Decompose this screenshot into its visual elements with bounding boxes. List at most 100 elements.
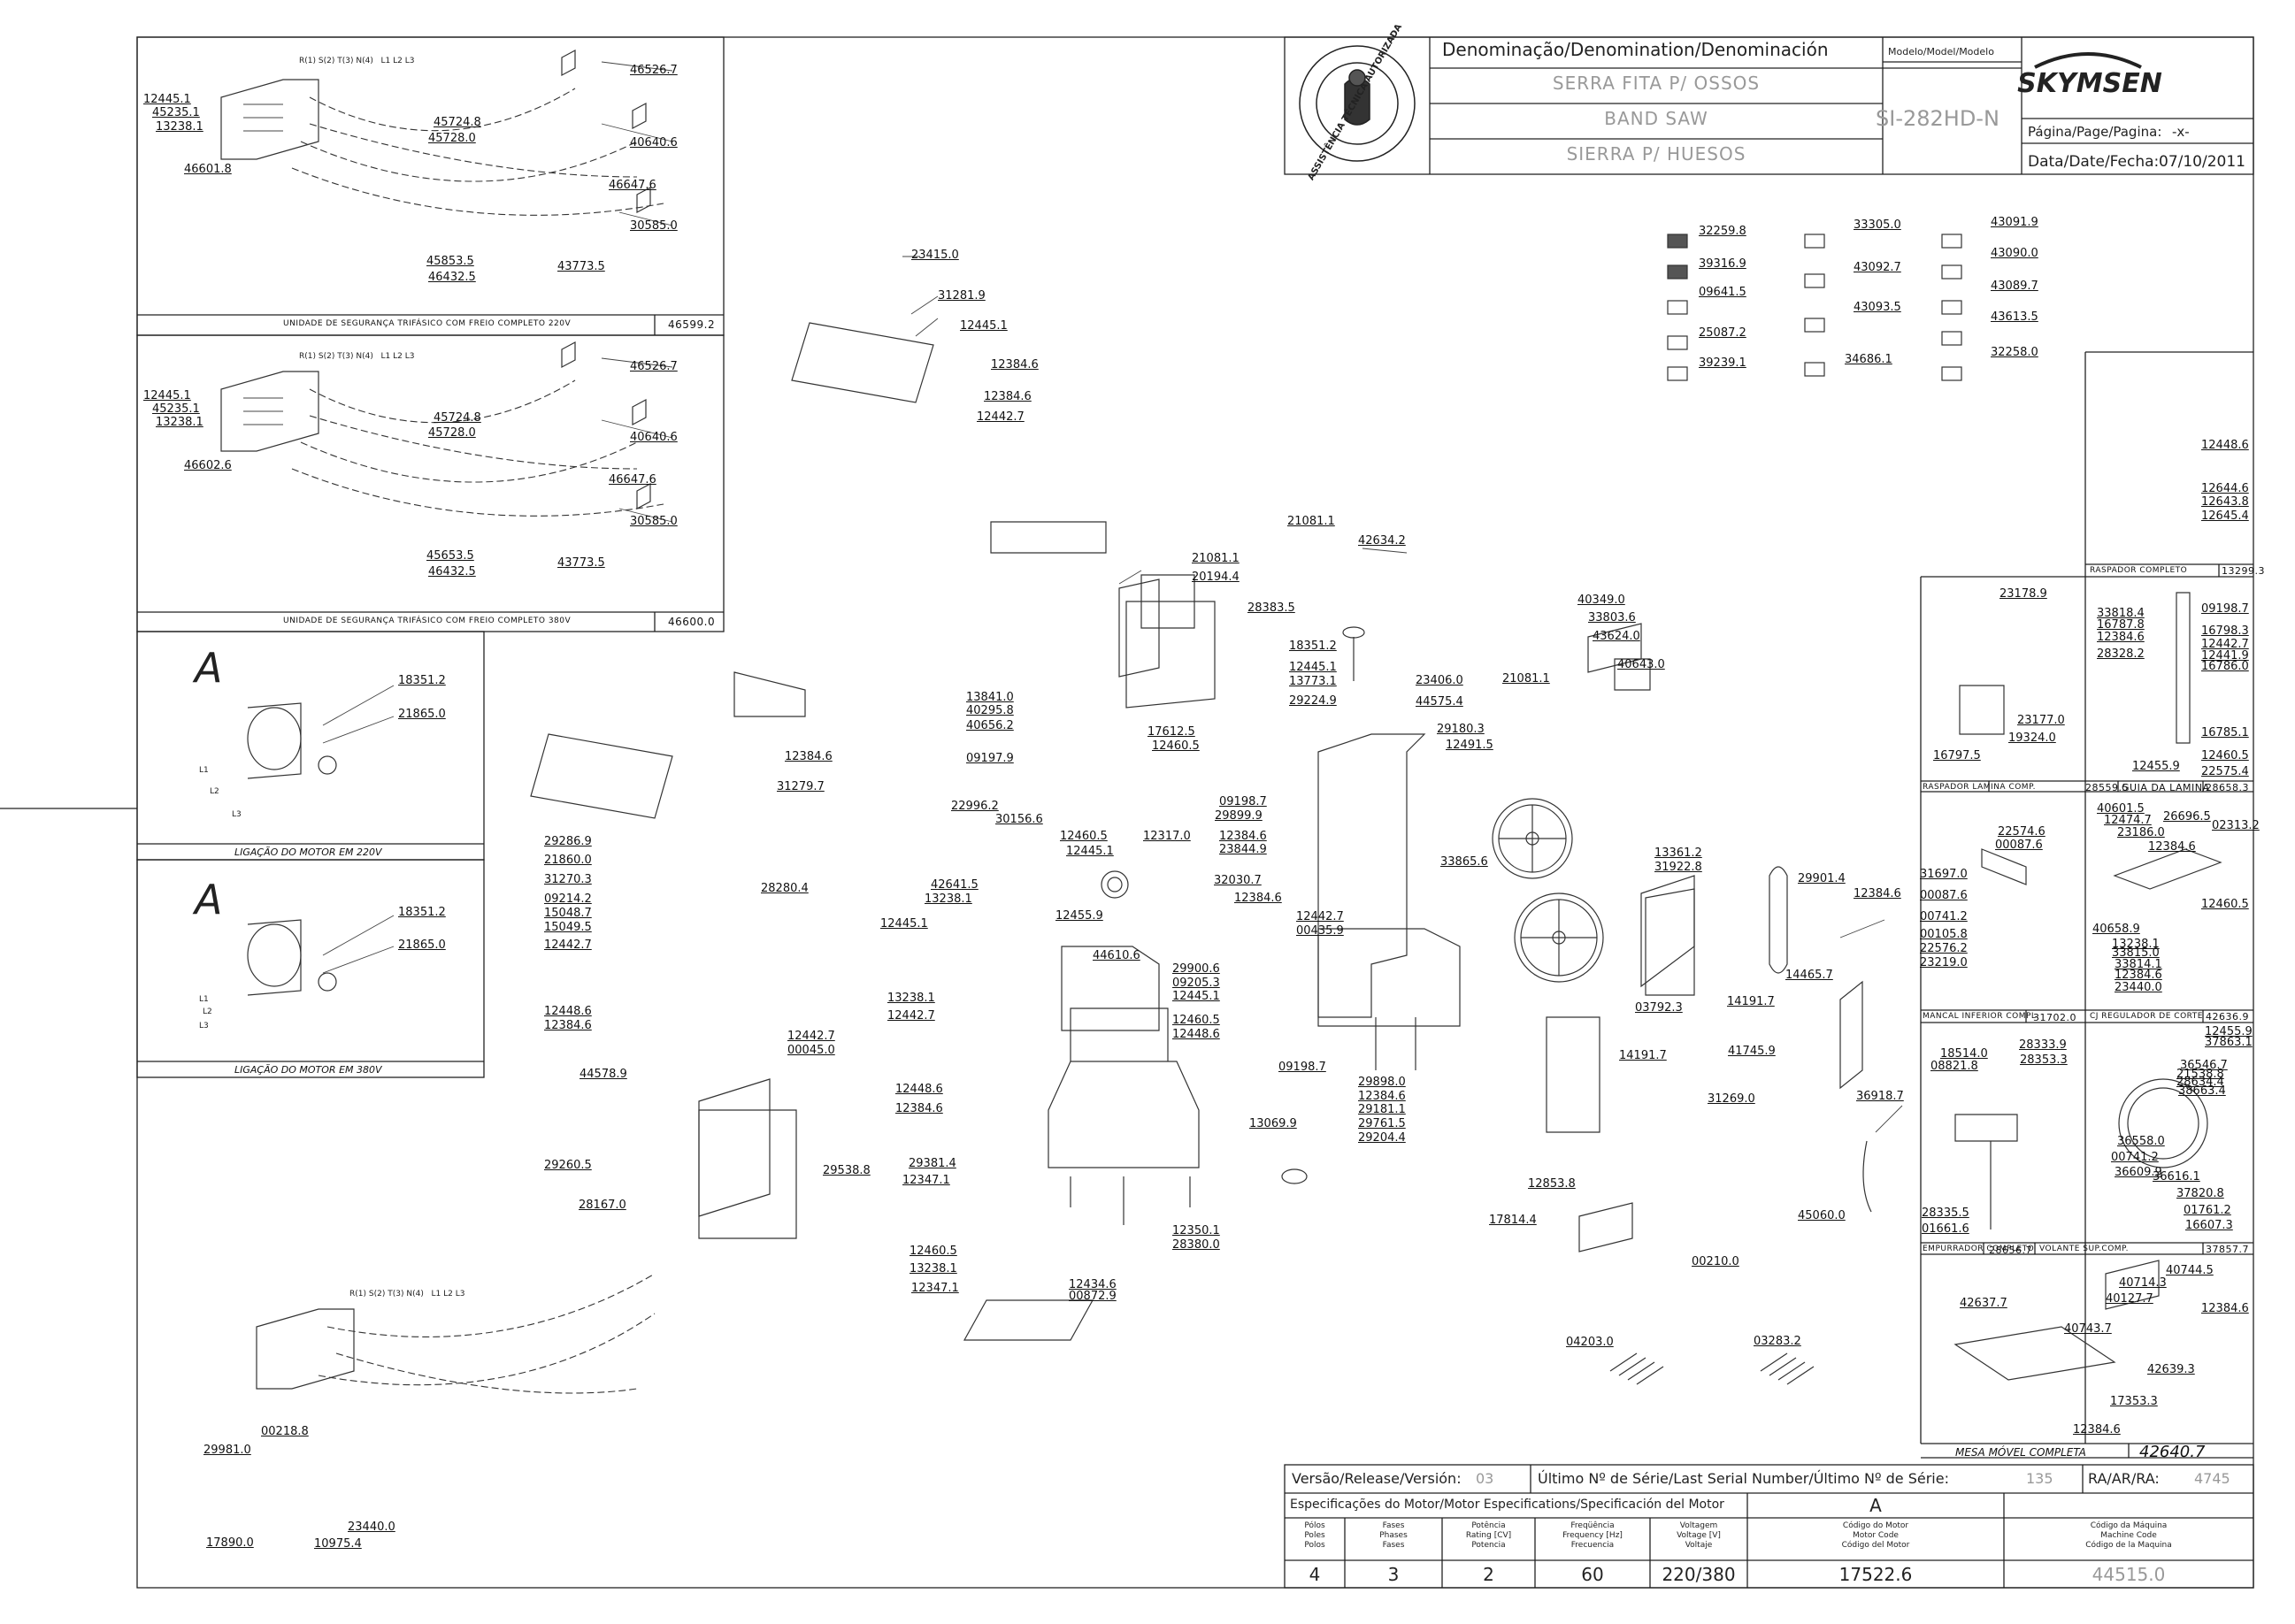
part-number-label: 46647.6 (609, 179, 656, 192)
part-number-label: 20194.4 (1192, 571, 1240, 584)
part-number-label: 00210.0 (1692, 1255, 1739, 1268)
part-number-label: 40714.3 (2119, 1276, 2167, 1290)
part-number-label: 45853.5 (426, 255, 474, 268)
part-number-label: 28634.4 (2176, 1076, 2224, 1089)
motor-220-caption: LIGAÇÃO DO MOTOR EM 220V (234, 846, 382, 858)
part-number-label: 33305.0 (1854, 218, 1901, 232)
part-number-label: 42634.2 (1358, 534, 1406, 548)
part-number-label: 13238.1 (2112, 938, 2160, 951)
part-number-label: 45728.0 (428, 132, 476, 145)
part-number-label: 21081.1 (1287, 515, 1335, 528)
model-number: SI-282HD-N (1876, 106, 1999, 131)
model-header: Modelo/Model/Modelo (1888, 46, 1994, 57)
part-number-label: 13238.1 (156, 416, 203, 429)
part-number-label: 12445.1 (880, 917, 928, 931)
part-number-label: 00105.8 (1920, 928, 1968, 941)
main-machine-drawing (530, 322, 1872, 1385)
part-number-label: 13069.9 (1249, 1117, 1297, 1130)
part-number-label: 40658.9 (2092, 923, 2140, 936)
part-number-label: 14191.7 (1727, 995, 1775, 1008)
part-number-label: 36546.7 (2180, 1059, 2228, 1072)
part-number-label: 36609.9 (2115, 1166, 2162, 1179)
part-number-label: 12460.5 (1152, 739, 1200, 753)
part-number-label: 19324.0 (2008, 732, 2056, 745)
serial-value: 135 (2026, 1470, 2053, 1487)
title-block-frame (1284, 36, 2254, 175)
part-number-label: 09205.3 (1172, 977, 1220, 990)
safety-220-code: 46599.2 (668, 318, 716, 331)
part-number-label: 12384.6 (1854, 887, 1901, 900)
motor-sketches (247, 702, 337, 996)
motor-220-letter: A (195, 644, 223, 692)
part-number-label: 16785.1 (2201, 726, 2249, 739)
wire-label: L2 (203, 1007, 212, 1016)
part-number-label: 12460.5 (1060, 830, 1108, 843)
part-number-label: 40295.8 (966, 704, 1014, 717)
part-number-label: 21538.8 (2176, 1068, 2224, 1081)
part-number-label: 32259.8 (1699, 225, 1746, 238)
part-number-label: 12455.9 (2132, 760, 2180, 773)
part-number-label: 23186.0 (2117, 826, 2165, 839)
part-number-label: 04203.0 (1566, 1336, 1614, 1349)
part-number-label: 09214.2 (544, 892, 592, 906)
part-number-label: 29286.9 (544, 835, 592, 848)
part-number-label: 40640.6 (630, 431, 678, 444)
part-number-label: 23219.0 (1920, 956, 1968, 969)
part-number-label: 14191.7 (1619, 1049, 1667, 1062)
mancal-inferior-caption: MANCAL INFERIOR COMPL. (1923, 1012, 2039, 1021)
part-number-label: 40601.5 (2097, 802, 2145, 816)
part-number-label: 28353.3 (2020, 1053, 2068, 1067)
part-number-label: 29204.4 (1358, 1131, 1406, 1145)
phases-value: 3 (1387, 1564, 1400, 1585)
part-number-label: 33803.6 (1588, 611, 1636, 624)
part-number-label: 43090.0 (1991, 247, 2038, 260)
volante-sup-code: 37857.7 (2206, 1244, 2249, 1255)
part-number-label: 46526.7 (630, 64, 678, 77)
voltage-value: 220/380 (1662, 1564, 1736, 1585)
version-label: Versão/Release/Versión: (1292, 1470, 1462, 1487)
part-number-label: 02313.2 (2212, 819, 2260, 832)
ra-value: 4745 (2194, 1470, 2230, 1487)
part-number-label: 23415.0 (911, 249, 959, 262)
ra-label: RA/AR/RA: (2088, 1470, 2160, 1487)
part-number-label: 12384.6 (984, 390, 1032, 403)
part-number-label: 12384.6 (1234, 892, 1282, 905)
part-number-label: 12448.6 (544, 1005, 592, 1018)
safety-380-code: 46600.0 (668, 616, 716, 628)
part-number-label: 12442.7 (544, 938, 592, 952)
part-number-label: 34686.1 (1845, 353, 1892, 366)
part-number-label: 30156.6 (995, 813, 1043, 826)
part-number-label: 31269.0 (1708, 1092, 1755, 1106)
page-label: Página/Page/Pagina: (2028, 124, 2162, 140)
part-number-label: 44578.9 (580, 1068, 627, 1081)
wire-label: L1 (199, 766, 209, 775)
safety-unit-boxes (220, 50, 651, 1390)
part-number-label: 00045.0 (787, 1044, 835, 1057)
part-number-label: 36616.1 (2153, 1170, 2200, 1184)
part-number-label: 00218.8 (261, 1425, 309, 1438)
part-number-label: 26696.5 (2163, 810, 2211, 823)
part-number-label: 12455.9 (2205, 1025, 2253, 1038)
part-number-label: 46432.5 (428, 271, 476, 284)
part-number-label: 00087.6 (1995, 839, 2043, 852)
part-number-label: 42641.5 (931, 878, 979, 892)
part-number-label: 15049.5 (544, 921, 592, 934)
part-number-label: 12384.6 (2097, 631, 2145, 644)
part-number-label: 00741.2 (1920, 910, 1968, 923)
part-number-label: 37820.8 (2176, 1187, 2224, 1200)
part-number-label: 03792.3 (1635, 1001, 1683, 1015)
part-number-label: 32030.7 (1214, 874, 1262, 887)
part-number-label: 18351.2 (398, 906, 446, 919)
sheet-border (136, 36, 2254, 1589)
part-number-label: 12460.5 (910, 1245, 957, 1258)
part-number-label: 29381.4 (909, 1157, 956, 1170)
name-en: BAND SAW (1604, 108, 1708, 129)
part-number-label: 12384.6 (2148, 840, 2196, 854)
part-number-label: 13773.1 (1289, 675, 1337, 688)
version-value: 03 (1476, 1470, 1494, 1487)
part-number-label: 46432.5 (428, 565, 476, 578)
part-number-label: 30585.0 (630, 219, 678, 233)
